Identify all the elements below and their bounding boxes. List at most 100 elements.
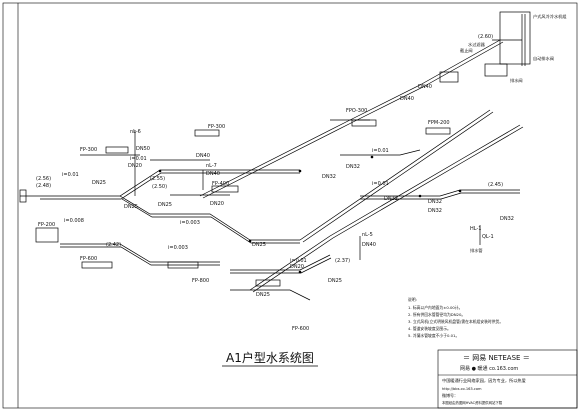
label-i001a: i=0.01 [130,156,147,162]
fp300a-unit [105,146,129,154]
fp800-unit [167,261,199,269]
tb-row3: 微博号： [442,392,458,398]
label-dn32a: DN32 [346,164,360,170]
boiler-label: 自动排水阀 [533,55,554,62]
label-dn32d: DN32 [428,208,442,214]
label-hl1-note: 排水管 [470,247,483,254]
note-5: 5. 冷凝水管坡度不小于0.01。 [408,333,459,338]
label-dn40e: DN40 [418,84,432,90]
valve-marker [370,155,374,159]
label-dn20a: DN20 [128,163,142,169]
label-nl5: nL-5 [362,232,373,238]
valves [158,155,462,274]
label-i001c: i=0.01 [290,258,307,264]
label-fp300a: FP-300 [80,147,97,153]
label-e256: (2.56) [36,176,51,182]
boiler-unit [439,71,459,83]
label-i001d: i=0.01 [372,148,389,154]
note-4: 4. 管道安装坡度见图示。 [408,326,451,331]
label-e260: (2.60) [478,34,493,40]
pipe-diagonal-d [252,126,524,293]
label-dn20c: DN20 [290,264,304,270]
label-dn25f: DN25 [256,292,270,298]
label-hl1: HL-1 [470,226,481,232]
label-dn40c: DN40 [362,242,376,248]
label-fp300b: FP-300 [208,124,225,130]
pipe-diagonal-f [202,41,504,199]
note-1: 1. 标高以户内地面为±0.00计。 [408,305,462,310]
pipe-lower-mid-r [230,257,332,274]
valve-marker [248,239,252,243]
fpo300-unit [351,119,377,127]
label-dn25b: DN25 [124,204,138,210]
pipe-return-mid [121,198,300,244]
valve-marker [418,194,422,198]
site-line: 网易 ● 暖通 co.163.com [460,365,518,372]
pipe-network [20,14,526,301]
valve-label-2: 水过滤器 [468,41,486,48]
brand-line: ＝ 网易 NETEASE ＝ [463,354,530,362]
label-fp200: FP-200 [38,222,55,228]
valve-marker [458,189,462,193]
label-i001b: i=0.01 [62,172,79,178]
label-dn32f: DN32 [500,216,514,222]
valve-marker [298,169,302,173]
note-2: 2. 所有供回水管管径均为DN20。 [408,312,465,317]
label-i001e: i=0.01 [372,181,389,187]
pipe-diagonal-c [249,124,521,291]
fp400-unit [211,185,239,193]
label-nl6: nL-6 [130,129,141,135]
label-dn25c: DN25 [158,202,172,208]
label-e250: (2.50) [152,184,167,190]
label-fp400: FP-400 [212,181,229,187]
label-fp600b: FP-600 [292,326,309,332]
label-dn32e: DN32 [384,196,398,202]
chiller-unit [499,11,531,65]
pipe-supply-upper [40,169,300,197]
label-dn25d: DN25 [252,242,266,248]
label-e248: (2.48) [36,183,51,189]
valve-label-1: 截止阀 [460,47,473,54]
equipment [19,11,531,287]
label-dn50: DN50 [136,146,150,152]
label-e255: (2.55) [150,176,165,182]
riser-label: 户式风冷冷水机组 [533,13,567,20]
label-i0008: i=0.008 [64,218,84,224]
title-block: ＝ 网易 NETEASE ＝ 网易 ● 暖通 co.163.com 中国暖通行业… [437,349,578,409]
pipe-return-upper [40,172,300,200]
pipe-fpm-branch [340,149,421,156]
note-3: 3. 立式风机(立式明装风机盘管)需在本机组安装时供货。 [408,319,503,324]
pipe-supply-mid [119,195,300,241]
label-i0003b: i=0.003 [168,245,188,251]
label-fpm200: FPM-200 [428,120,450,126]
label-dn32c: DN32 [428,199,442,205]
label-nl7: nL-7 [206,163,217,169]
label-e245: (2.45) [488,182,503,188]
drawing-title: A1户型水系统图 [226,350,314,365]
fp300b-unit [194,129,220,137]
tb-row4: 本图纸由热图网HVAC资料提供网站下载 [442,400,503,405]
label-fp600a: FP-600 [80,256,97,262]
fp600a-unit [81,261,113,269]
tb-row2: http://bbs.co.163.com [442,387,482,391]
left-end-equip [19,189,27,203]
fp200-unit [35,227,59,243]
title-block-frame [437,349,578,409]
valve-marker [298,270,302,274]
label-fpo300: FPO-300 [346,108,367,114]
label-dn25e: DN25 [328,278,342,284]
tank-unit [484,63,508,77]
pipe-diagonal-a [299,109,491,241]
pipe-right-branch [360,189,520,197]
pipe-lower-mid [230,254,331,271]
fpm200-unit [425,127,451,135]
label-dn40d: DN40 [400,96,414,102]
tank-label: 排水阀 [510,77,523,84]
label-dn25a: DN25 [92,180,106,186]
notes-heading: 说明: [408,297,417,302]
label-e242: (2.42) [106,242,121,248]
label-i0003a: i=0.003 [180,220,200,226]
label-dn20b: DN20 [210,201,224,207]
label-fp800: FP-800 [192,278,209,284]
